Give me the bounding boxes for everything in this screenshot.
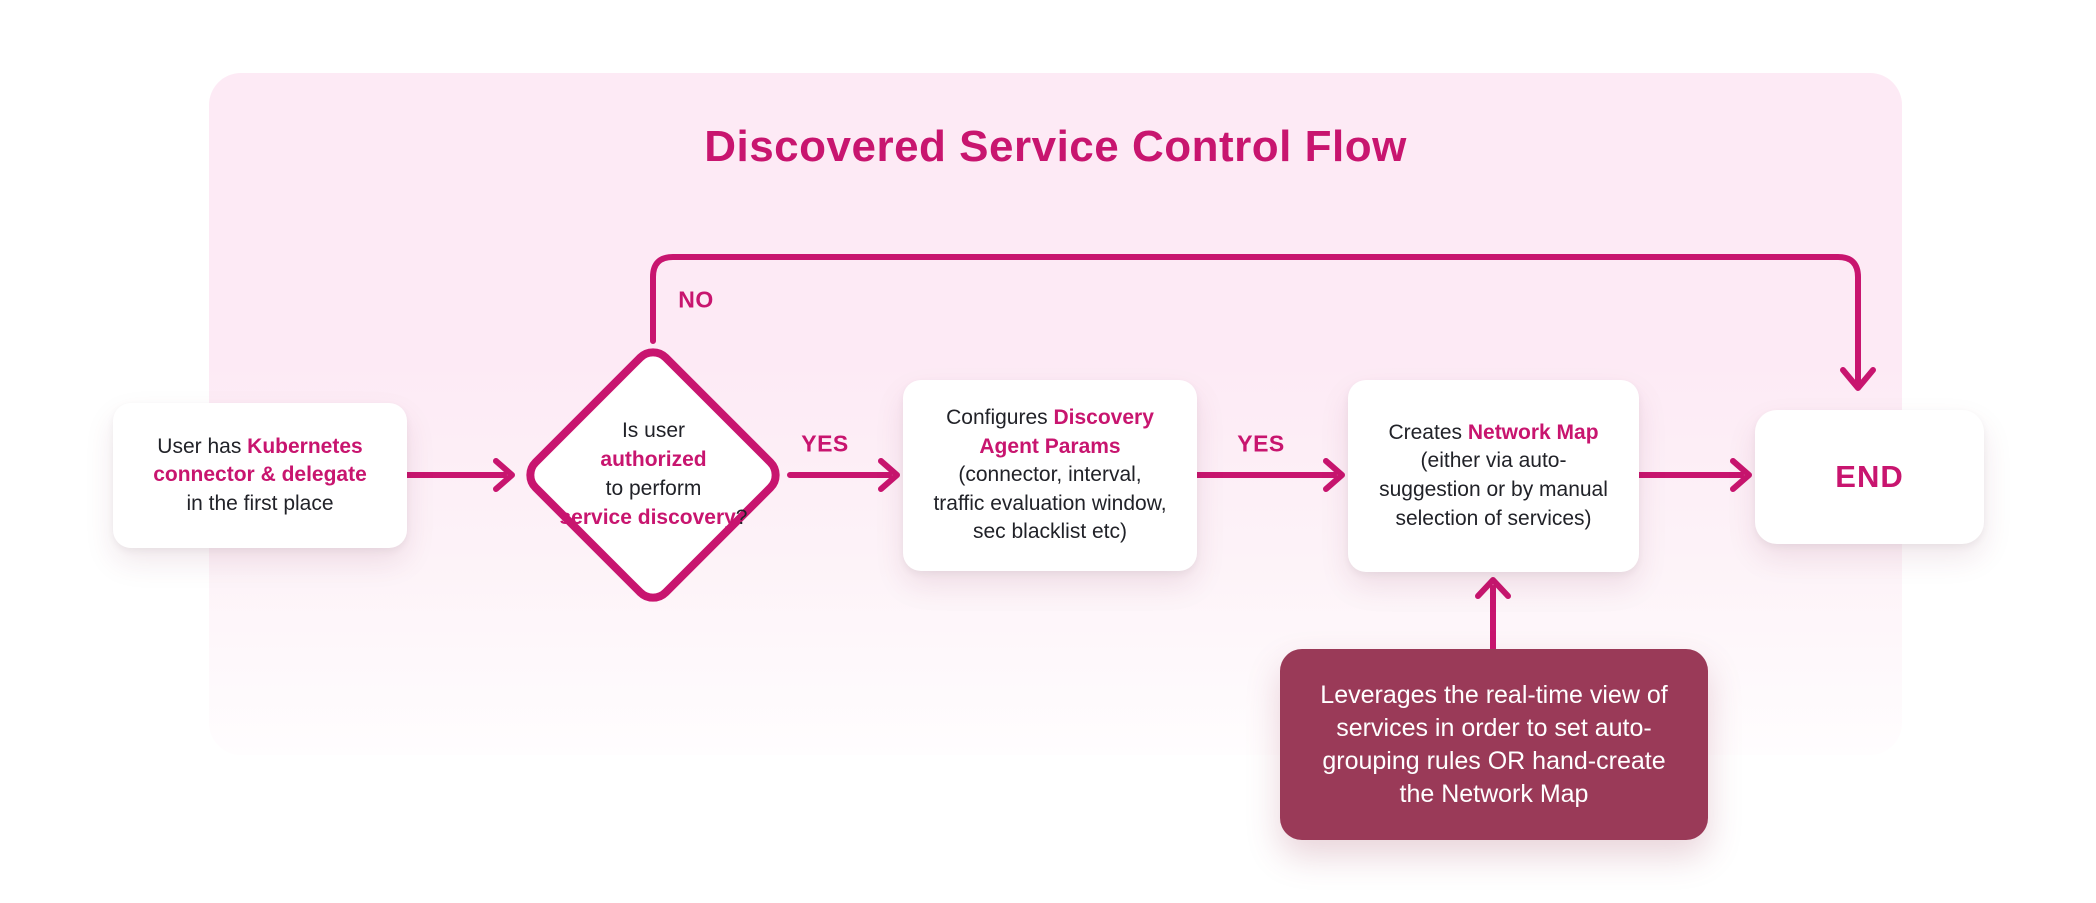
edge-label-yes-1: YES <box>801 430 849 457</box>
note-leverages-realtime-view: Leverages the real-time view of services… <box>1280 649 1708 840</box>
decision-text: Is user authorized to perform service di… <box>559 419 748 529</box>
node-end-label: END <box>1835 458 1904 494</box>
note-text: Leverages the real-time view of services… <box>1320 680 1668 808</box>
node-configure-discovery-agent: Configures Discovery Agent Params (conne… <box>903 380 1197 571</box>
decision-authorized: Is user authorized to perform service di… <box>543 395 764 555</box>
edge-label-yes-2: YES <box>1237 430 1285 457</box>
diagram-title: Discovered Service Control Flow <box>704 122 1407 171</box>
node-start-kubernetes-connector: User has Kubernetes connector & delegate… <box>113 403 407 548</box>
node-create-network-map: Creates Network Map (either via auto- su… <box>1348 380 1639 572</box>
node-end: END <box>1755 410 1984 544</box>
node-start-text: User has Kubernetes connector & delegate… <box>153 434 367 515</box>
node-configure-text: Configures Discovery Agent Params (conne… <box>933 406 1167 544</box>
edge-label-no: NO <box>678 286 714 313</box>
node-create-text: Creates Network Map (either via auto- su… <box>1379 420 1608 530</box>
